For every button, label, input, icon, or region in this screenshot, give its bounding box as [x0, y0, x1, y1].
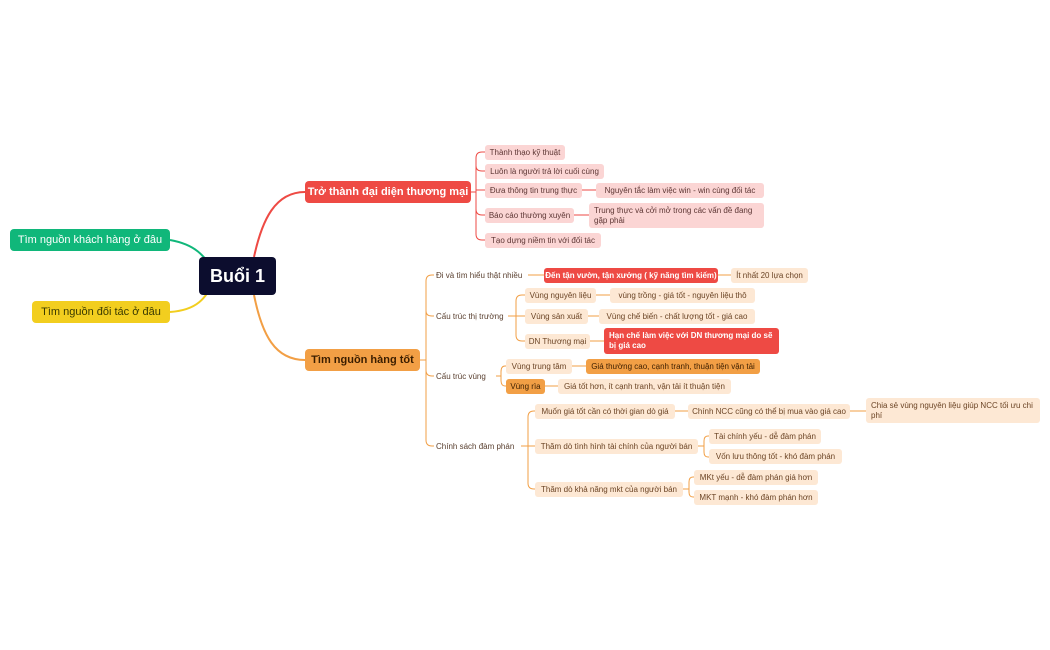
item-central-zone[interactable]: Vùng trung tâm [506, 359, 572, 374]
item-price-survey-time[interactable]: Muốn giá tốt cần có thời gian dò giá [535, 404, 675, 419]
detail-twenty-options[interactable]: Ít nhất 20 lựa chọn [731, 268, 808, 283]
detail-production[interactable]: Vùng chế biến - chất lượng tốt - giá cao [599, 309, 755, 324]
detail-raw-material[interactable]: vùng trồng - giá tốt - nguyên liệu thô [610, 288, 755, 303]
detail-good-finance[interactable]: Vốn lưu thông tốt - khó đàm phán [709, 449, 842, 464]
detail-win-win[interactable]: Nguyên tắc làm việc win - win cùng đối t… [596, 183, 764, 198]
detail-honest-open[interactable]: Trung thực và cởi mở trong các vấn đề đa… [589, 203, 764, 228]
subtopic-regional-structure[interactable]: Cấu trúc vùng [436, 371, 486, 381]
subtopic-market-structure[interactable]: Cấu trúc thị trường [436, 311, 504, 321]
detail-strong-marketing[interactable]: MKT mạnh - khó đàm phán hơn [694, 490, 818, 505]
detail-supplier-high-price[interactable]: Chính NCC cũng có thể bị mua vào giá cao [688, 404, 850, 419]
detail-visit-farms[interactable]: Đến tận vườn, tận xưởng ( kỹ năng tìm ki… [544, 268, 718, 283]
topic-customer-sources[interactable]: Tìm nguồn khách hàng ở đâu [10, 229, 170, 251]
item-probe-finance[interactable]: Thăm dò tình hình tài chính của người bá… [535, 439, 698, 454]
subtopic-negotiation-policy[interactable]: Chính sách đàm phán [436, 441, 515, 451]
topic-good-sources[interactable]: Tìm nguồn hàng tốt [305, 349, 420, 371]
item-raw-material-zone[interactable]: Vùng nguyên liệu [525, 288, 596, 303]
subtopic-final-answerer[interactable]: Luôn là người trả lời cuối cùng [485, 164, 604, 179]
detail-weak-finance[interactable]: Tài chính yếu - dễ đàm phán [709, 429, 821, 444]
detail-edge-zone[interactable]: Giá tốt hơn, ít cạnh tranh, vận tải ít t… [558, 379, 731, 394]
topic-trade-representative[interactable]: Trở thành đại diện thương mại [305, 181, 471, 203]
subtopic-explore[interactable]: Đi và tìm hiểu thật nhiều [436, 270, 523, 280]
detail-share-raw-zone[interactable]: Chia sẻ vùng nguyên liệu giúp NCC tối ưu… [866, 398, 1040, 423]
detail-avoid-traders[interactable]: Hạn chế làm việc với DN thương mại do sẽ… [604, 328, 779, 354]
central-topic[interactable]: Buổi 1 [199, 257, 276, 295]
detail-weak-marketing[interactable]: MKt yếu - dễ đàm phán giá hơn [694, 470, 818, 485]
item-production-zone[interactable]: Vùng sản xuất [525, 309, 588, 324]
topic-partner-sources[interactable]: Tìm nguồn đối tác ở đâu [32, 301, 170, 323]
detail-central-zone[interactable]: Giá thường cao, cạnh tranh, thuận tiện v… [586, 359, 760, 374]
subtopic-regular-reports[interactable]: Báo cáo thường xuyên [485, 208, 574, 223]
subtopic-build-trust[interactable]: Tạo dựng niềm tin với đối tác [485, 233, 601, 248]
subtopic-honest-info[interactable]: Đưa thông tin trung thực [485, 183, 582, 198]
subtopic-technical-mastery[interactable]: Thành thạo kỹ thuật [485, 145, 565, 160]
item-edge-zone[interactable]: Vùng rìa [506, 379, 545, 394]
item-probe-marketing[interactable]: Thăm dò khả năng mkt của người bán [535, 482, 683, 497]
item-trading-company[interactable]: DN Thương mại [525, 334, 590, 349]
